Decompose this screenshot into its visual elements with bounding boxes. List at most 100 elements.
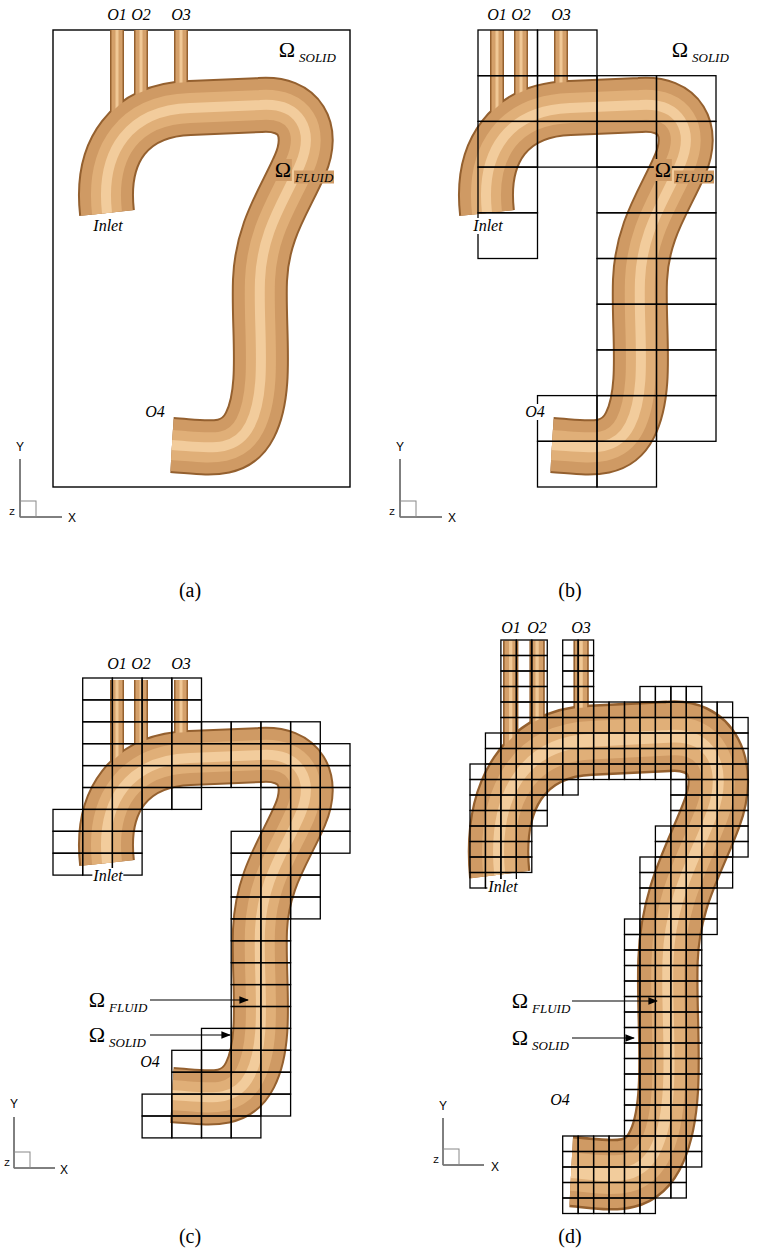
grid-cell (538, 121, 598, 167)
grid-cell (538, 30, 598, 76)
grid-cell (640, 1136, 655, 1152)
grid-cell (686, 1028, 701, 1044)
grid-cell (625, 1012, 640, 1028)
axis-label: Z (432, 1156, 440, 1165)
grid-cell (501, 826, 516, 842)
grid-cell (640, 1152, 655, 1168)
grid-cell (655, 842, 670, 858)
vessel (106, 105, 306, 448)
grid-cell (231, 1094, 261, 1116)
grid-cell (231, 1072, 261, 1094)
grid-cell (578, 702, 593, 718)
grid-cell (625, 702, 640, 718)
grid-cell (231, 766, 261, 788)
grid-cell (625, 1136, 640, 1152)
grid-cell (83, 831, 113, 853)
domain-symbol: Ω (654, 159, 672, 181)
grid-cell (501, 811, 516, 827)
grid-cell (686, 950, 701, 966)
grid-cell (640, 1059, 655, 1075)
grid-cell (563, 702, 578, 718)
grid-cell (231, 1007, 261, 1029)
grid-cell (112, 722, 142, 744)
grid-cell (172, 1072, 202, 1094)
grid-cell (671, 935, 686, 951)
grid-cell (563, 656, 578, 672)
grid-cell (671, 1167, 686, 1183)
axis-label: X (59, 1164, 69, 1176)
grid-cell (261, 919, 291, 941)
grid-cell (261, 875, 291, 897)
grid-cell (172, 700, 202, 722)
grid-cell (291, 744, 321, 766)
grid-cell (657, 76, 717, 122)
grid-cell (231, 1028, 261, 1050)
grid-cell (717, 733, 732, 749)
grid-cell (516, 671, 531, 687)
grid-cell (671, 1028, 686, 1044)
grid-cell (686, 1090, 701, 1106)
grid-cell (470, 795, 485, 811)
grid-cell (597, 167, 657, 213)
grid-cell (655, 981, 670, 997)
grid-cell (563, 733, 578, 749)
grid-cell (501, 702, 516, 718)
grid-cell (717, 780, 732, 796)
grid-cell (142, 1116, 172, 1138)
grid-cell (671, 904, 686, 920)
grid-cell (470, 873, 485, 889)
grid-cell (470, 842, 485, 858)
grid-cell (320, 809, 350, 831)
grid-cell (717, 749, 732, 765)
grid-cell (53, 809, 83, 831)
grid-cell (231, 875, 261, 897)
grid-cell (671, 780, 686, 796)
grid-cell (671, 873, 686, 889)
vessel-shade (106, 105, 306, 448)
grid-cell (532, 718, 547, 734)
grid-cell (172, 766, 202, 788)
grid-cell (594, 749, 609, 765)
grid-cell (547, 749, 562, 765)
grid-cell (686, 702, 701, 718)
grid-cell (686, 1152, 701, 1168)
grid-cell (563, 749, 578, 765)
grid-cell (625, 950, 640, 966)
grid-cell (112, 700, 142, 722)
grid-cell (625, 1028, 640, 1044)
grid-cell (142, 678, 172, 700)
domain-symbol: Ω (274, 159, 292, 181)
grid-cell (609, 764, 624, 780)
grid-cell (702, 733, 717, 749)
grid-cell (686, 718, 701, 734)
grid-cell (686, 857, 701, 873)
grid-cell (625, 718, 640, 734)
grid-cell (717, 764, 732, 780)
grid-cell (563, 718, 578, 734)
domain-subscript: SOLID (531, 1039, 570, 1052)
domain-subscript: SOLID (691, 51, 730, 64)
inlet-label: Inlet (92, 868, 123, 884)
grid-cell (671, 1090, 686, 1106)
grid-cell (733, 764, 748, 780)
inlet-label: Inlet (487, 879, 518, 895)
grid-cell (532, 640, 547, 656)
grid-cell (202, 1094, 232, 1116)
domain-symbol: Ω (671, 39, 689, 61)
grid-cell (563, 640, 578, 656)
grid-cell (686, 997, 701, 1013)
grid-cell (172, 1094, 202, 1116)
axis-label: Y (9, 1098, 19, 1110)
grid-cell (532, 780, 547, 796)
grid-cell (485, 857, 500, 873)
grid-cell (640, 888, 655, 904)
leader-arrow (150, 999, 248, 1000)
axis-square (400, 501, 416, 517)
grid-cell (671, 811, 686, 827)
grid-cell (655, 1043, 670, 1059)
axis-label: Z (8, 508, 16, 517)
grid-cell (563, 1136, 578, 1152)
grid-cell (733, 795, 748, 811)
grid-cell (547, 780, 562, 796)
grid-cell (261, 766, 291, 788)
